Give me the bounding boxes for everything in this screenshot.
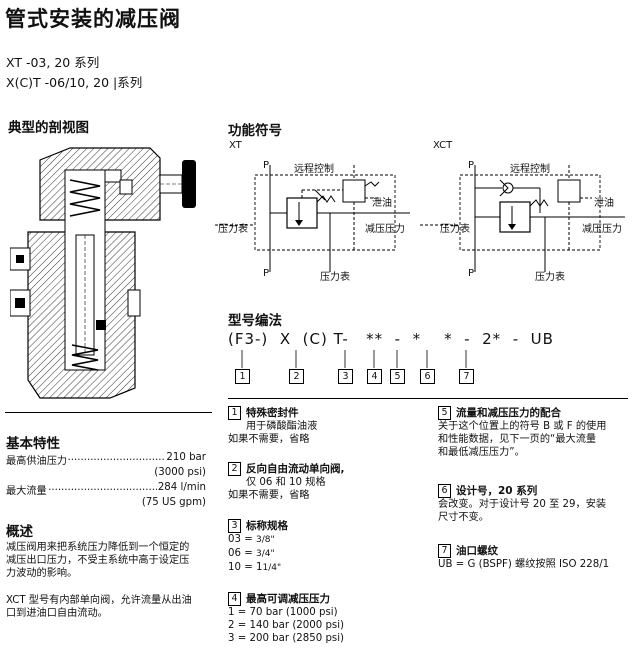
xct-p-top: P bbox=[468, 160, 475, 171]
basic-specs-heading: 基本特性 bbox=[6, 436, 60, 452]
code-box-6: 6 bbox=[420, 369, 435, 384]
model-code-line: (F3-) X (C) T- ** - * * - 2* - UB bbox=[228, 330, 554, 348]
xt-pressure-gauge-bottom: 压力表 bbox=[320, 272, 350, 283]
series-line-2: X(C)T -06/10, 20 |系列 bbox=[6, 75, 143, 90]
page-title: 管式安装的减压阀 bbox=[5, 7, 181, 31]
sectional-view-heading: 典型的剖视图 bbox=[8, 120, 89, 136]
xct-reduced-pressure: 减压压力 bbox=[582, 224, 622, 235]
right-divider bbox=[228, 398, 628, 399]
xt-pressure-gauge: 压力表 bbox=[218, 224, 248, 235]
xt-remote-control: 远程控制 bbox=[294, 164, 334, 175]
code-box-2: 2 bbox=[289, 369, 304, 384]
model-code-heading: 型号编法 bbox=[228, 313, 282, 329]
code-box-4: 4 bbox=[367, 369, 382, 384]
code-box-5: 5 bbox=[390, 369, 405, 384]
xt-p-bottom: P bbox=[263, 268, 270, 279]
spec-sub-max-flow: (75 US gpm) bbox=[141, 497, 206, 508]
xct-remote-control: 远程控制 bbox=[510, 164, 550, 175]
xt-symbol-diagram bbox=[215, 165, 410, 272]
series-line-1: XT -03, 20 系列 bbox=[6, 55, 100, 70]
spec-label: 最大流量 bbox=[6, 482, 48, 497]
model-code-leaders bbox=[241, 350, 467, 368]
function-symbol-heading: 功能符号 bbox=[228, 123, 282, 139]
xct-p-bottom: P bbox=[468, 268, 475, 279]
overview-heading: 概述 bbox=[6, 524, 33, 540]
sectional-view-drawing bbox=[10, 147, 196, 399]
xt-drain: 泄油 bbox=[372, 198, 392, 209]
xt-symbol-label: XT bbox=[229, 140, 242, 151]
xct-pressure-gauge: 压力表 bbox=[440, 224, 470, 235]
spec-value: 284 l/min bbox=[156, 482, 206, 493]
xt-reduced-pressure: 减压压力 bbox=[365, 224, 405, 235]
overview-paragraph-2: XCT 型号有内部单向阀，允许流量从出油 口到进油口自由流动。 bbox=[6, 595, 192, 619]
xct-symbol-diagram bbox=[420, 165, 625, 272]
xt-p-top: P bbox=[263, 160, 270, 171]
spec-sub-max-pressure: (3000 psi) bbox=[154, 467, 206, 478]
spec-value: 210 bar bbox=[165, 452, 206, 463]
code-box-3: 3 bbox=[338, 369, 353, 384]
spec-label: 最高供油压力 bbox=[6, 452, 69, 467]
xct-symbol-label: XCT bbox=[433, 140, 453, 151]
spec-row-max-pressure: ........................................… bbox=[6, 452, 206, 467]
code-box-7: 7 bbox=[459, 369, 474, 384]
spec-row-max-flow: ........................................… bbox=[6, 482, 206, 497]
left-divider bbox=[5, 412, 212, 413]
code-box-1: 1 bbox=[235, 369, 250, 384]
xct-pressure-gauge-bottom: 压力表 bbox=[535, 272, 565, 283]
overview-paragraph-1: 减压阀用来把系统压力降低到一个恒定的 减压出口压力，不受主系统中高于设定压 力波… bbox=[6, 542, 190, 579]
xct-drain: 泄油 bbox=[594, 198, 614, 209]
